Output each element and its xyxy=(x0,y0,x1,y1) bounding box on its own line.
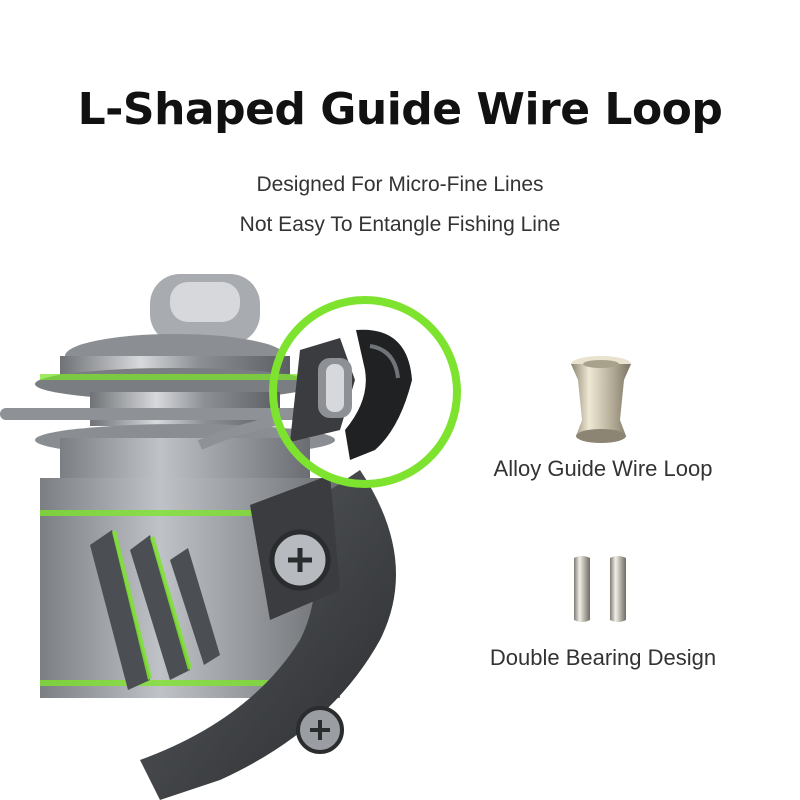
reel-product-image xyxy=(0,274,461,800)
feature-caption-alloy-loop: Alloy Guide Wire Loop xyxy=(493,456,713,481)
alloy-guide-ring-icon xyxy=(571,356,631,443)
spool-fins xyxy=(90,530,220,690)
bail-arm xyxy=(140,470,396,800)
subtitle-line-1: Designed For Micro-Fine Lines xyxy=(256,173,544,196)
spool-top-knob xyxy=(150,274,260,344)
subtitle-line-2: Not Easy To Entangle Fishing Line xyxy=(239,213,561,236)
double-bearing-icon xyxy=(574,556,626,622)
guide-wire-loop xyxy=(290,329,412,460)
highlight-circle xyxy=(269,296,461,488)
feature-caption-double-bearing: Double Bearing Design xyxy=(489,645,717,670)
page-title: L-Shaped Guide Wire Loop xyxy=(77,84,723,135)
bail-wire xyxy=(0,408,300,450)
